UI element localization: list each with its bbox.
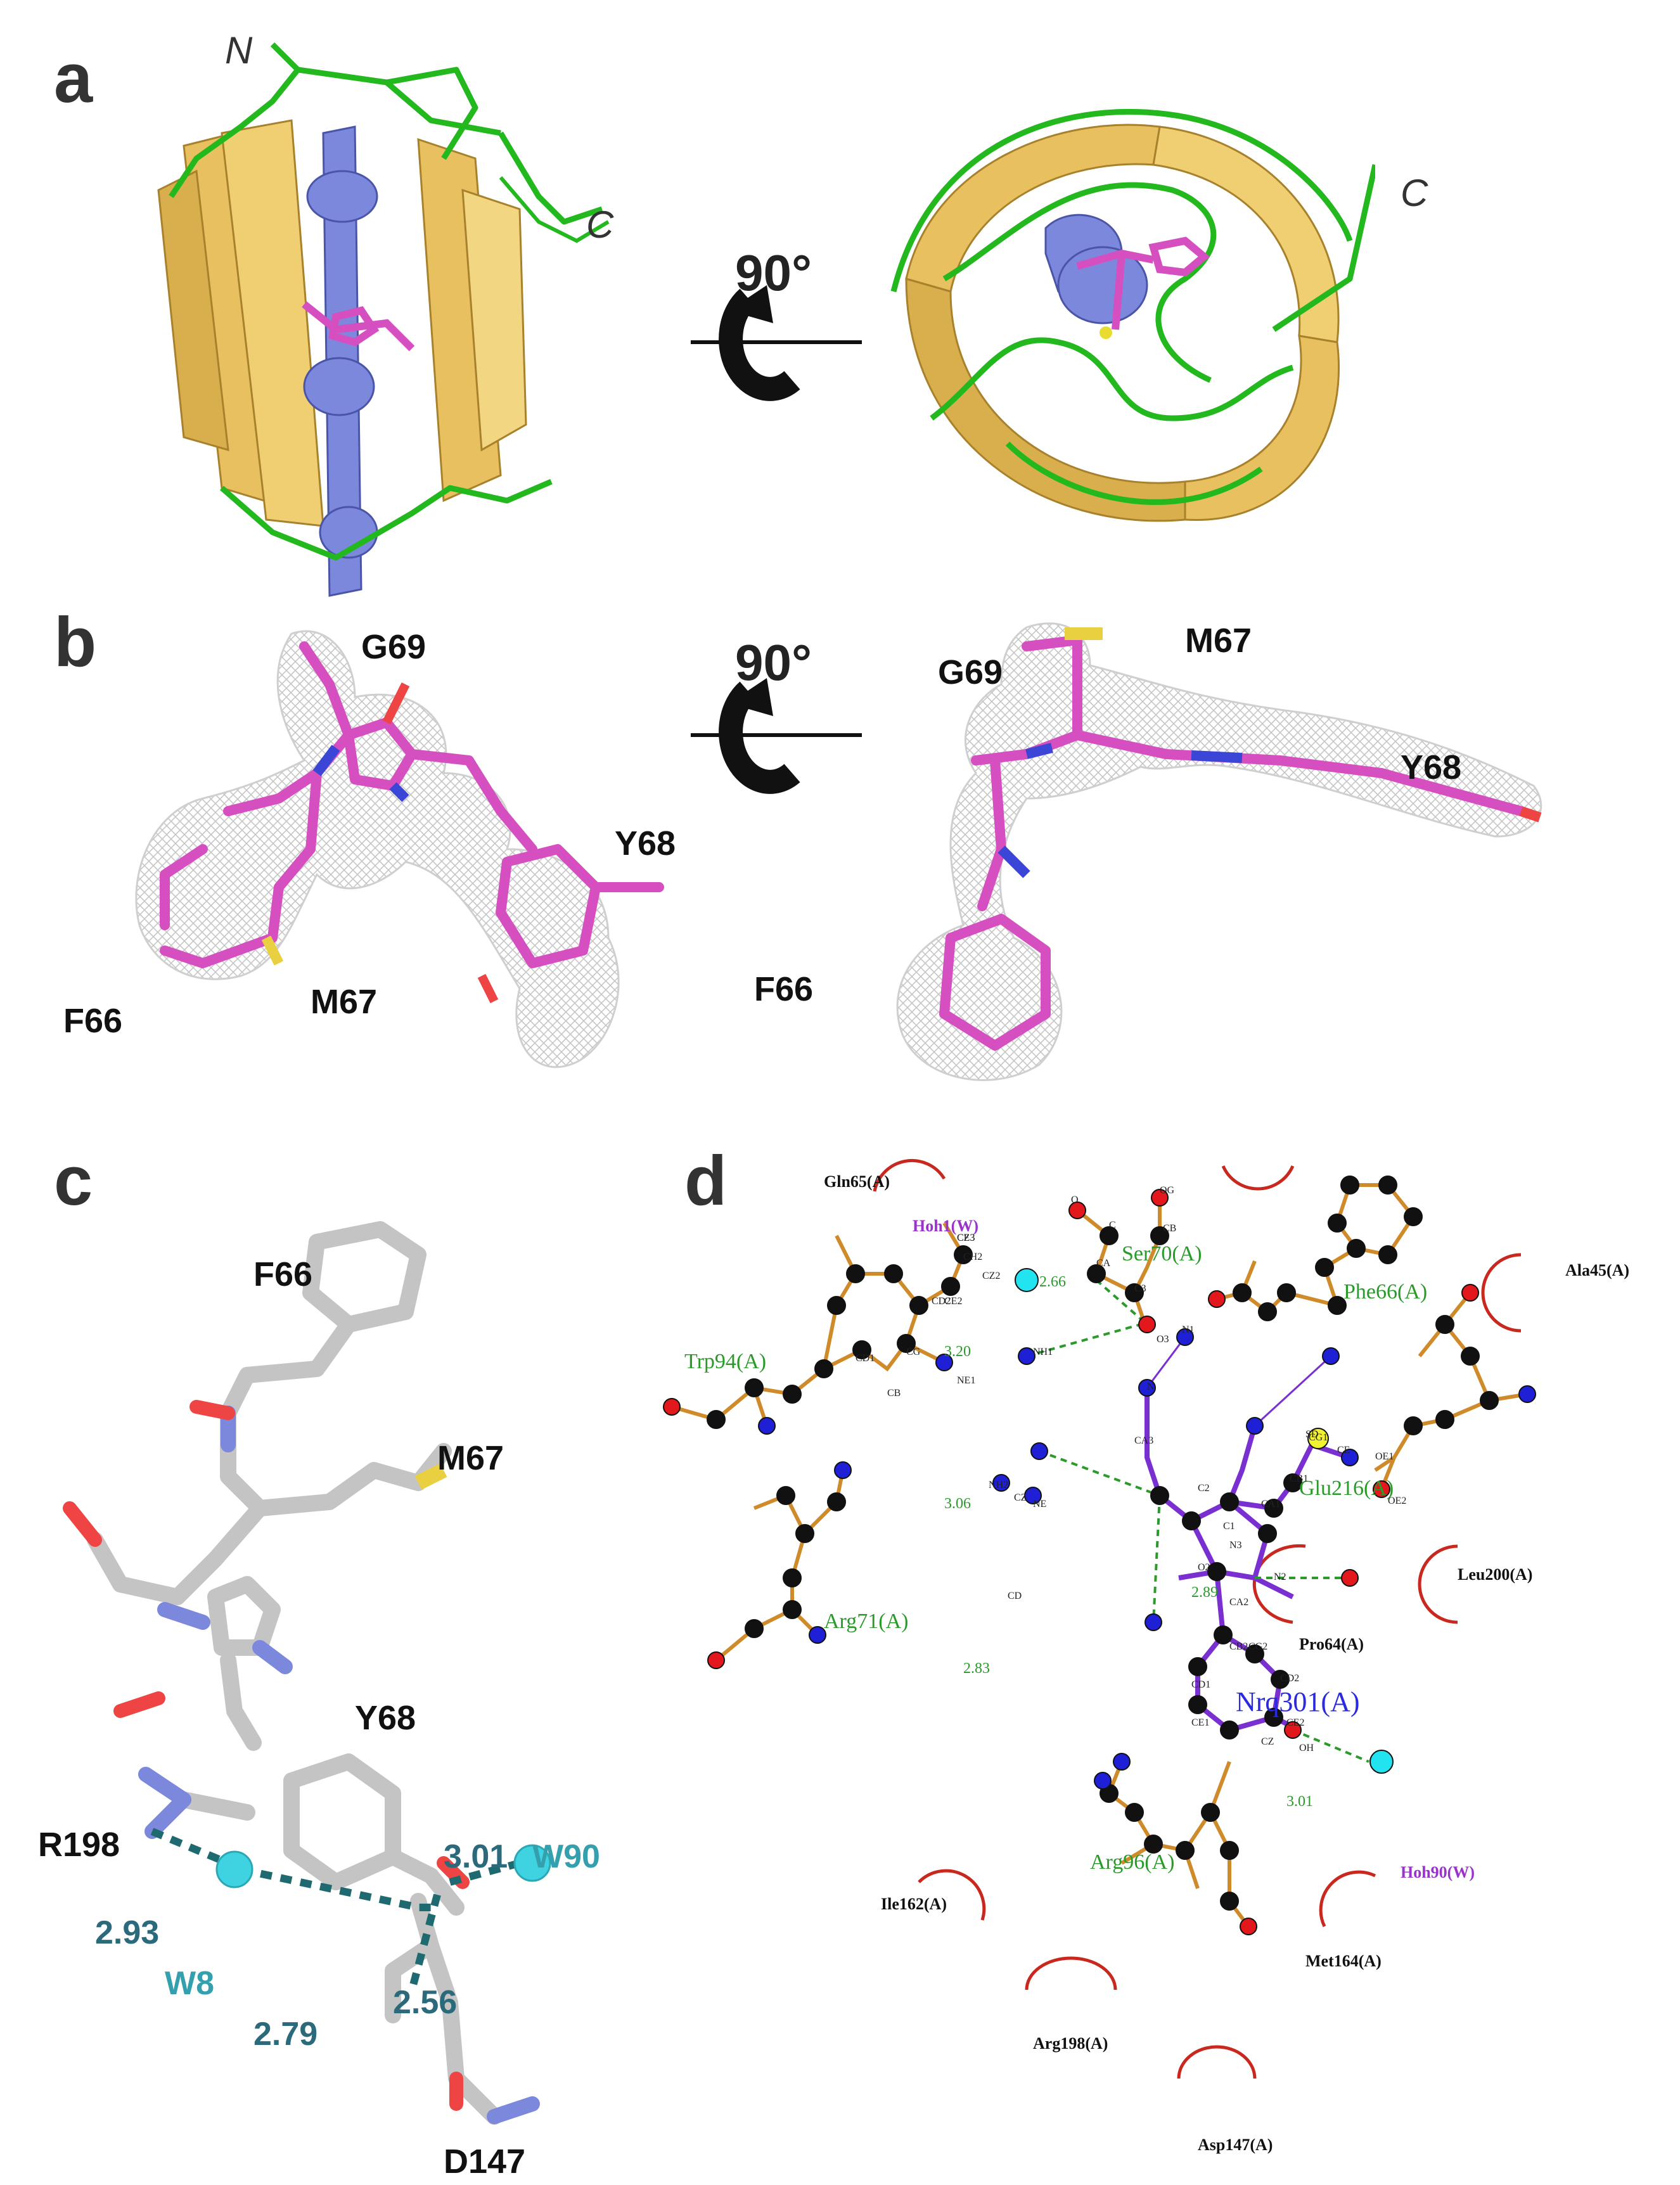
hbond-distance-1: 3.20 (944, 1343, 971, 1360)
rotation-degree-a: 90° (735, 245, 812, 301)
c-terminus-label-a-left: C (586, 203, 614, 246)
hbond-distance-2: 3.06 (944, 1496, 971, 1512)
hydrophobic-label-1: Ala45(A) (1565, 1261, 1630, 1279)
hydrophobic-label-4: Ile162(A) (881, 1895, 947, 1913)
water-label-c-0: W90 (532, 1838, 600, 1875)
hydrophobic-label-5: Met164(A) (1305, 1952, 1382, 1970)
residue-label-c-4: D147 (444, 2143, 526, 2181)
water-label-d-0: Hoh1(W) (913, 1217, 978, 1235)
residue-label-b-right-2: Y68 (1401, 748, 1462, 786)
hbond-distance-3: 2.89 (1191, 1584, 1218, 1601)
panel-label-a: a (54, 39, 93, 117)
density-map-right (896, 622, 1542, 1081)
hydrophobic-label-6: Arg198(A) (1033, 2034, 1108, 2053)
distance-label-c-3: 2.79 (253, 2016, 318, 2053)
hydrophobic-label-0: Gln65(A) (824, 1172, 890, 1191)
ligand-label: Nrq301(A) (1236, 1686, 1360, 1717)
rotation-arrow-icon-a (691, 285, 862, 401)
residue-label-c-2: Y68 (355, 1699, 416, 1737)
hbond-residue-label-1: Phe66(A) (1343, 1280, 1428, 1304)
residue-label-c-3: R198 (38, 1826, 120, 1864)
distance-label-c-0: 3.01 (444, 1838, 508, 1875)
water-label-d-1: Hoh90(W) (1401, 1863, 1475, 1881)
water-label-c-1: W8 (165, 1965, 214, 2002)
hbond-residue-label-3: Glu216(A) (1299, 1477, 1394, 1500)
h-bond-network-stick-model (63, 1221, 551, 2125)
rotation-arrow-icon-b (691, 678, 862, 794)
distance-label-c-1: 2.93 (95, 1914, 160, 1951)
residue-label-b-right-1: G69 (938, 653, 1003, 691)
residue-label-c-0: F66 (253, 1255, 313, 1293)
hbond-distance-4: 2.83 (963, 1660, 990, 1677)
n-terminus-label-a: N (225, 29, 253, 72)
hbond-distance-0: 2.66 (1039, 1274, 1066, 1290)
protein-cartoon-side-view (157, 42, 610, 597)
hbond-residue-label-4: Arg71(A) (824, 1610, 909, 1633)
density-map-left (135, 630, 664, 1068)
c-terminus-label-a-right: C (1401, 172, 1428, 214)
ligplot-interaction-diagram (663, 1158, 1536, 2079)
rotation-degree-b: 90° (735, 634, 812, 691)
hydrophobic-label-3: Pro64(A) (1299, 1635, 1364, 1653)
panel-label-c: c (54, 1142, 93, 1220)
distance-label-c-2: 2.56 (393, 1984, 458, 2021)
residue-label-b-left-1: Y68 (615, 824, 676, 862)
residue-label-b-left-3: M67 (311, 983, 378, 1021)
protein-cartoon-top-view (890, 108, 1375, 522)
panel-label-d: d (684, 1142, 728, 1220)
residue-label-c-1: M67 (437, 1439, 504, 1477)
hbond-residue-label-2: Trp94(A) (684, 1350, 767, 1373)
residue-label-b-left-0: G69 (361, 628, 426, 666)
residue-label-b-right-3: F66 (754, 970, 814, 1008)
hbond-distance-5: 3.01 (1286, 1793, 1313, 1810)
residue-label-b-left-2: F66 (63, 1002, 123, 1040)
hydrophobic-label-2: Leu200(A) (1458, 1565, 1533, 1584)
residue-label-b-right-0: M67 (1185, 622, 1252, 660)
hydrophobic-label-7: Asp147(A) (1198, 2136, 1273, 2154)
hbond-residue-label-0: Ser70(A) (1122, 1242, 1202, 1266)
hbond-residue-label-5: Arg96(A) (1090, 1850, 1175, 1874)
panel-label-b: b (54, 603, 97, 681)
